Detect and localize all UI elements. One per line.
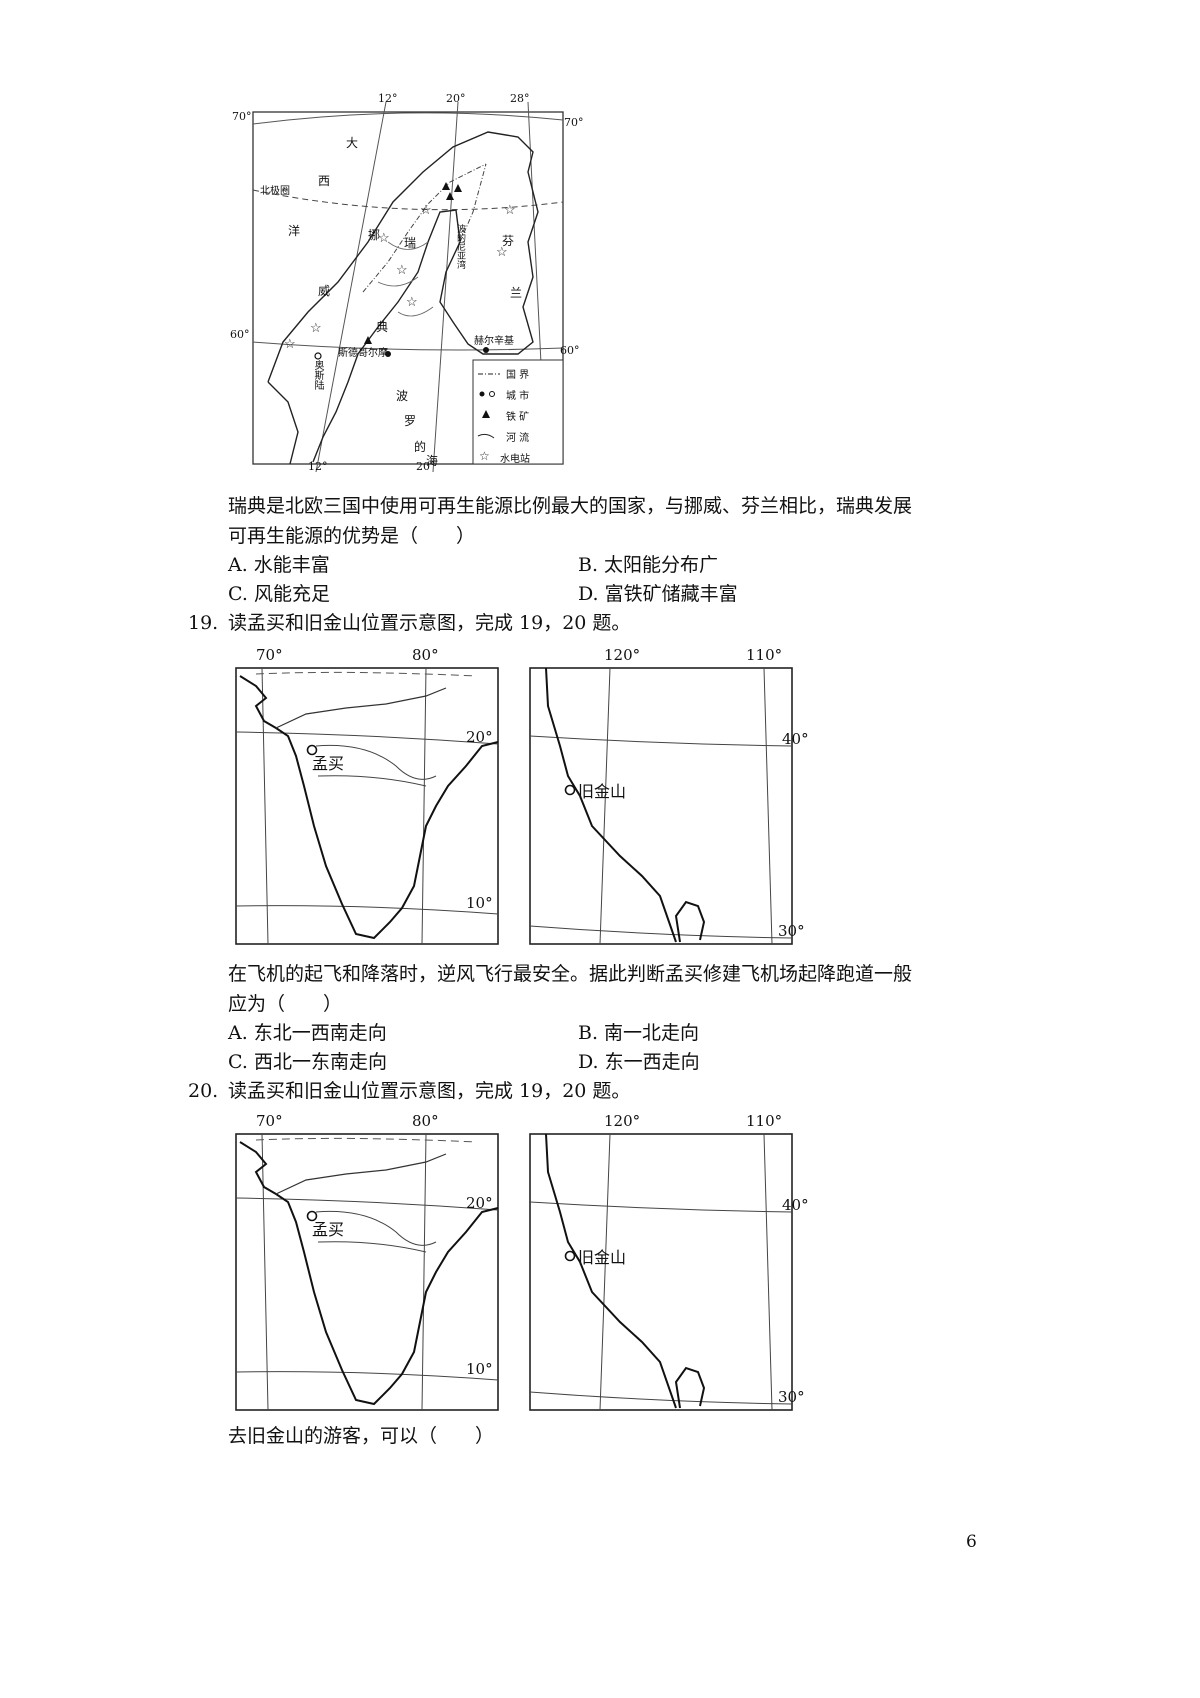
lat-label: 20° [466,1194,493,1212]
city-label-mumbai: 孟买 [312,754,345,773]
svg-text:☆: ☆ [479,449,490,463]
q18-stem-line2: 可再生能源的优势是（ ） [228,525,476,547]
lon-label: 28° [510,92,530,105]
country-label: 芬 [502,234,515,248]
svg-text:☆: ☆ [378,231,390,246]
sea-label: 洋 [288,224,301,238]
q19-stem-line1: 在飞机的起飞和降落时，逆风飞行最安全。据此判断孟买修建飞机场起降跑道一般 [228,963,913,985]
q18-option-d[interactable]: D. 富铁矿储藏丰富 [578,583,738,605]
q19-option-d[interactable]: D. 东一西走向 [578,1051,700,1073]
city-label: 斯德哥尔摩 [338,348,388,359]
q20-intro: 读孟买和旧金山位置示意图，完成 19，20 题。 [228,1080,631,1102]
country-label: 威 [318,284,331,298]
lat-label: 30° [778,922,805,940]
san-francisco-map: 120° 110° 40° 30° 旧金山 [520,1112,820,1414]
q19-stem-line2: 应为（ ） [228,993,343,1015]
country-label: 兰 [510,286,523,300]
legend-label: 城 市 [506,391,530,402]
country-label: 瑞 [404,236,417,250]
legend-label: 铁 矿 [506,412,530,423]
legend-label: 河 流 [506,433,530,444]
lon-label: 20° [446,92,466,105]
lon-label: 80° [412,646,439,664]
q18-stem-line1: 瑞典是北欧三国中使用可再生能源比例最大的国家，与挪威、芬兰相比，瑞典发展 [228,495,913,517]
lat-label: 10° [466,894,493,912]
country-label: 典 [376,320,389,334]
lon-label: 110° [746,1112,783,1130]
mumbai-map: 70° 80° 20° 10° 孟买 [226,646,506,948]
q18-option-b[interactable]: B. 太阳能分布广 [578,554,719,576]
lon-label: 110° [746,646,783,664]
country-label: 挪 [368,228,381,242]
lon-label: 120° [604,1112,641,1130]
lon-label: 20° [416,460,436,473]
iron-ore-icon [482,410,490,418]
q19-option-c[interactable]: C. 西北一东南走向 [228,1051,387,1073]
city-label-mumbai: 孟买 [312,1220,345,1239]
lat-label: 40° [782,730,809,748]
lat-label: 40° [782,1196,809,1214]
svg-text:☆: ☆ [496,245,508,260]
mumbai-map: 70° 80° 20° 10° 孟买 [226,1112,506,1414]
lon-label: 70° [256,646,283,664]
nordic-map: ☆ ☆ ☆ ☆ ☆ ☆ ☆ ☆ ☆ 12° 20° 28° 12° 20° 70… [228,92,588,474]
sea-label: 罗 [404,414,417,428]
lon-label: 70° [256,1112,283,1130]
q19-option-b[interactable]: B. 南一北走向 [578,1022,700,1044]
city-label: 赫尔辛基 [474,336,514,347]
svg-text:☆: ☆ [396,263,408,278]
lat-label: 60° [560,344,580,357]
svg-text:☆: ☆ [406,295,418,310]
lat-label: 70° [564,116,584,129]
q20-stem: 去旧金山的游客，可以（ ） [228,1425,495,1447]
sea-label: 大 [346,136,359,150]
lon-label: 120° [604,646,641,664]
q18-option-a[interactable]: A. 水能丰富 [228,554,330,576]
sea-label: 西 [318,174,331,188]
sea-label: 海 [426,454,439,468]
lat-label: 30° [778,1388,805,1406]
lon-label: 80° [412,1112,439,1130]
legend-label: 水电站 [500,454,530,465]
hydropower-icon: ☆ [479,449,490,463]
legend-label: 国 界 [506,370,530,381]
lat-label: 10° [466,1360,493,1378]
svg-text:☆: ☆ [284,337,296,352]
lat-label: 70° [232,110,252,123]
sea-label: 波 [396,389,409,403]
lon-label: 12° [378,92,398,105]
q18-option-c[interactable]: C. 风能充足 [228,583,330,605]
q19-intro: 读孟买和旧金山位置示意图，完成 19，20 题。 [228,612,631,634]
river-icon [477,433,495,439]
q20-number: 20. [188,1080,219,1102]
q19-option-a[interactable]: A. 东北一西南走向 [228,1022,387,1044]
city-label-san-francisco: 旧金山 [578,1248,627,1267]
san-francisco-map: 120° 110° 40° 30° 旧金山 [520,646,820,948]
page-number: 6 [966,1532,977,1552]
svg-text:☆: ☆ [504,203,516,218]
lat-label: 20° [466,728,493,746]
lat-label: 60° [230,328,250,341]
city-label: 奥斯陆 [312,360,323,390]
gulf-label: 波的尼亚湾 [455,224,465,269]
city-icon [479,391,495,397]
q19-number: 19. [188,612,219,634]
svg-text:☆: ☆ [420,203,432,218]
lon-label: 12° [308,460,328,473]
sea-label: 的 [414,440,427,454]
city-label-san-francisco: 旧金山 [578,782,627,801]
svg-text:☆: ☆ [310,321,322,336]
arctic-circle-label: 北极圈 [260,186,290,197]
